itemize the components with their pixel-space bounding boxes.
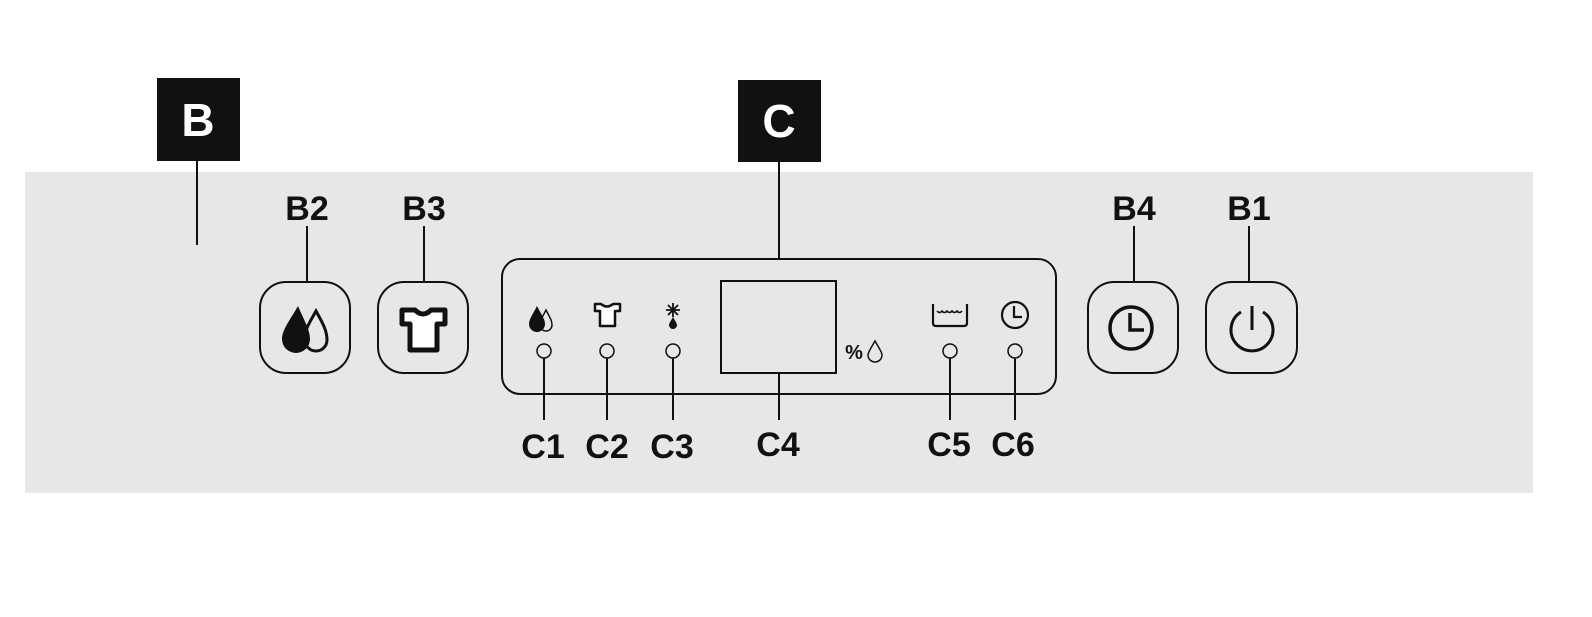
power-icon — [1229, 306, 1275, 353]
indicator-label: C6 — [991, 426, 1034, 464]
callout-c: C — [738, 80, 821, 259]
indicator-c5-tank-full: C5 — [927, 304, 971, 464]
percent-unit-label: % — [845, 342, 863, 364]
shirt-icon — [593, 302, 622, 328]
callout-b-label: B — [181, 94, 214, 146]
indicator-c4-display: % C4 — [720, 280, 883, 464]
shirt-icon — [399, 307, 448, 353]
double-drop-icon — [529, 306, 553, 332]
callout-b: B — [157, 78, 240, 245]
button-b1-power[interactable]: B1 — [1205, 190, 1298, 374]
indicator-label: C1 — [521, 428, 564, 466]
button-label: B4 — [1112, 190, 1156, 228]
button-b4-timer[interactable]: B4 — [1087, 190, 1179, 374]
callout-c-label: C — [762, 95, 795, 147]
indicator-c1-dehumidify: C1 — [521, 306, 565, 466]
indicator-label: C2 — [585, 428, 628, 466]
button-b2-dehumidify[interactable]: B2 — [259, 190, 351, 374]
indicator-c3-defrost: C3 — [650, 303, 694, 466]
indicator-label: C5 — [927, 426, 970, 464]
button-label: B2 — [285, 190, 328, 228]
clock-icon — [1108, 305, 1154, 351]
button-label: B3 — [402, 190, 445, 228]
indicator-c2-laundry: C2 — [585, 302, 629, 466]
button-b3-laundry[interactable]: B3 — [377, 190, 469, 374]
defrost-icon — [666, 303, 680, 329]
indicator-label: C3 — [650, 428, 693, 466]
button-label: B1 — [1227, 190, 1270, 228]
indicator-c6-timer: C6 — [991, 300, 1035, 464]
tank-full-icon — [931, 304, 969, 328]
indicator-label: C4 — [756, 426, 800, 464]
clock-icon — [1000, 300, 1030, 330]
drop-outline-icon — [867, 339, 883, 363]
double-drop-icon — [282, 306, 329, 353]
